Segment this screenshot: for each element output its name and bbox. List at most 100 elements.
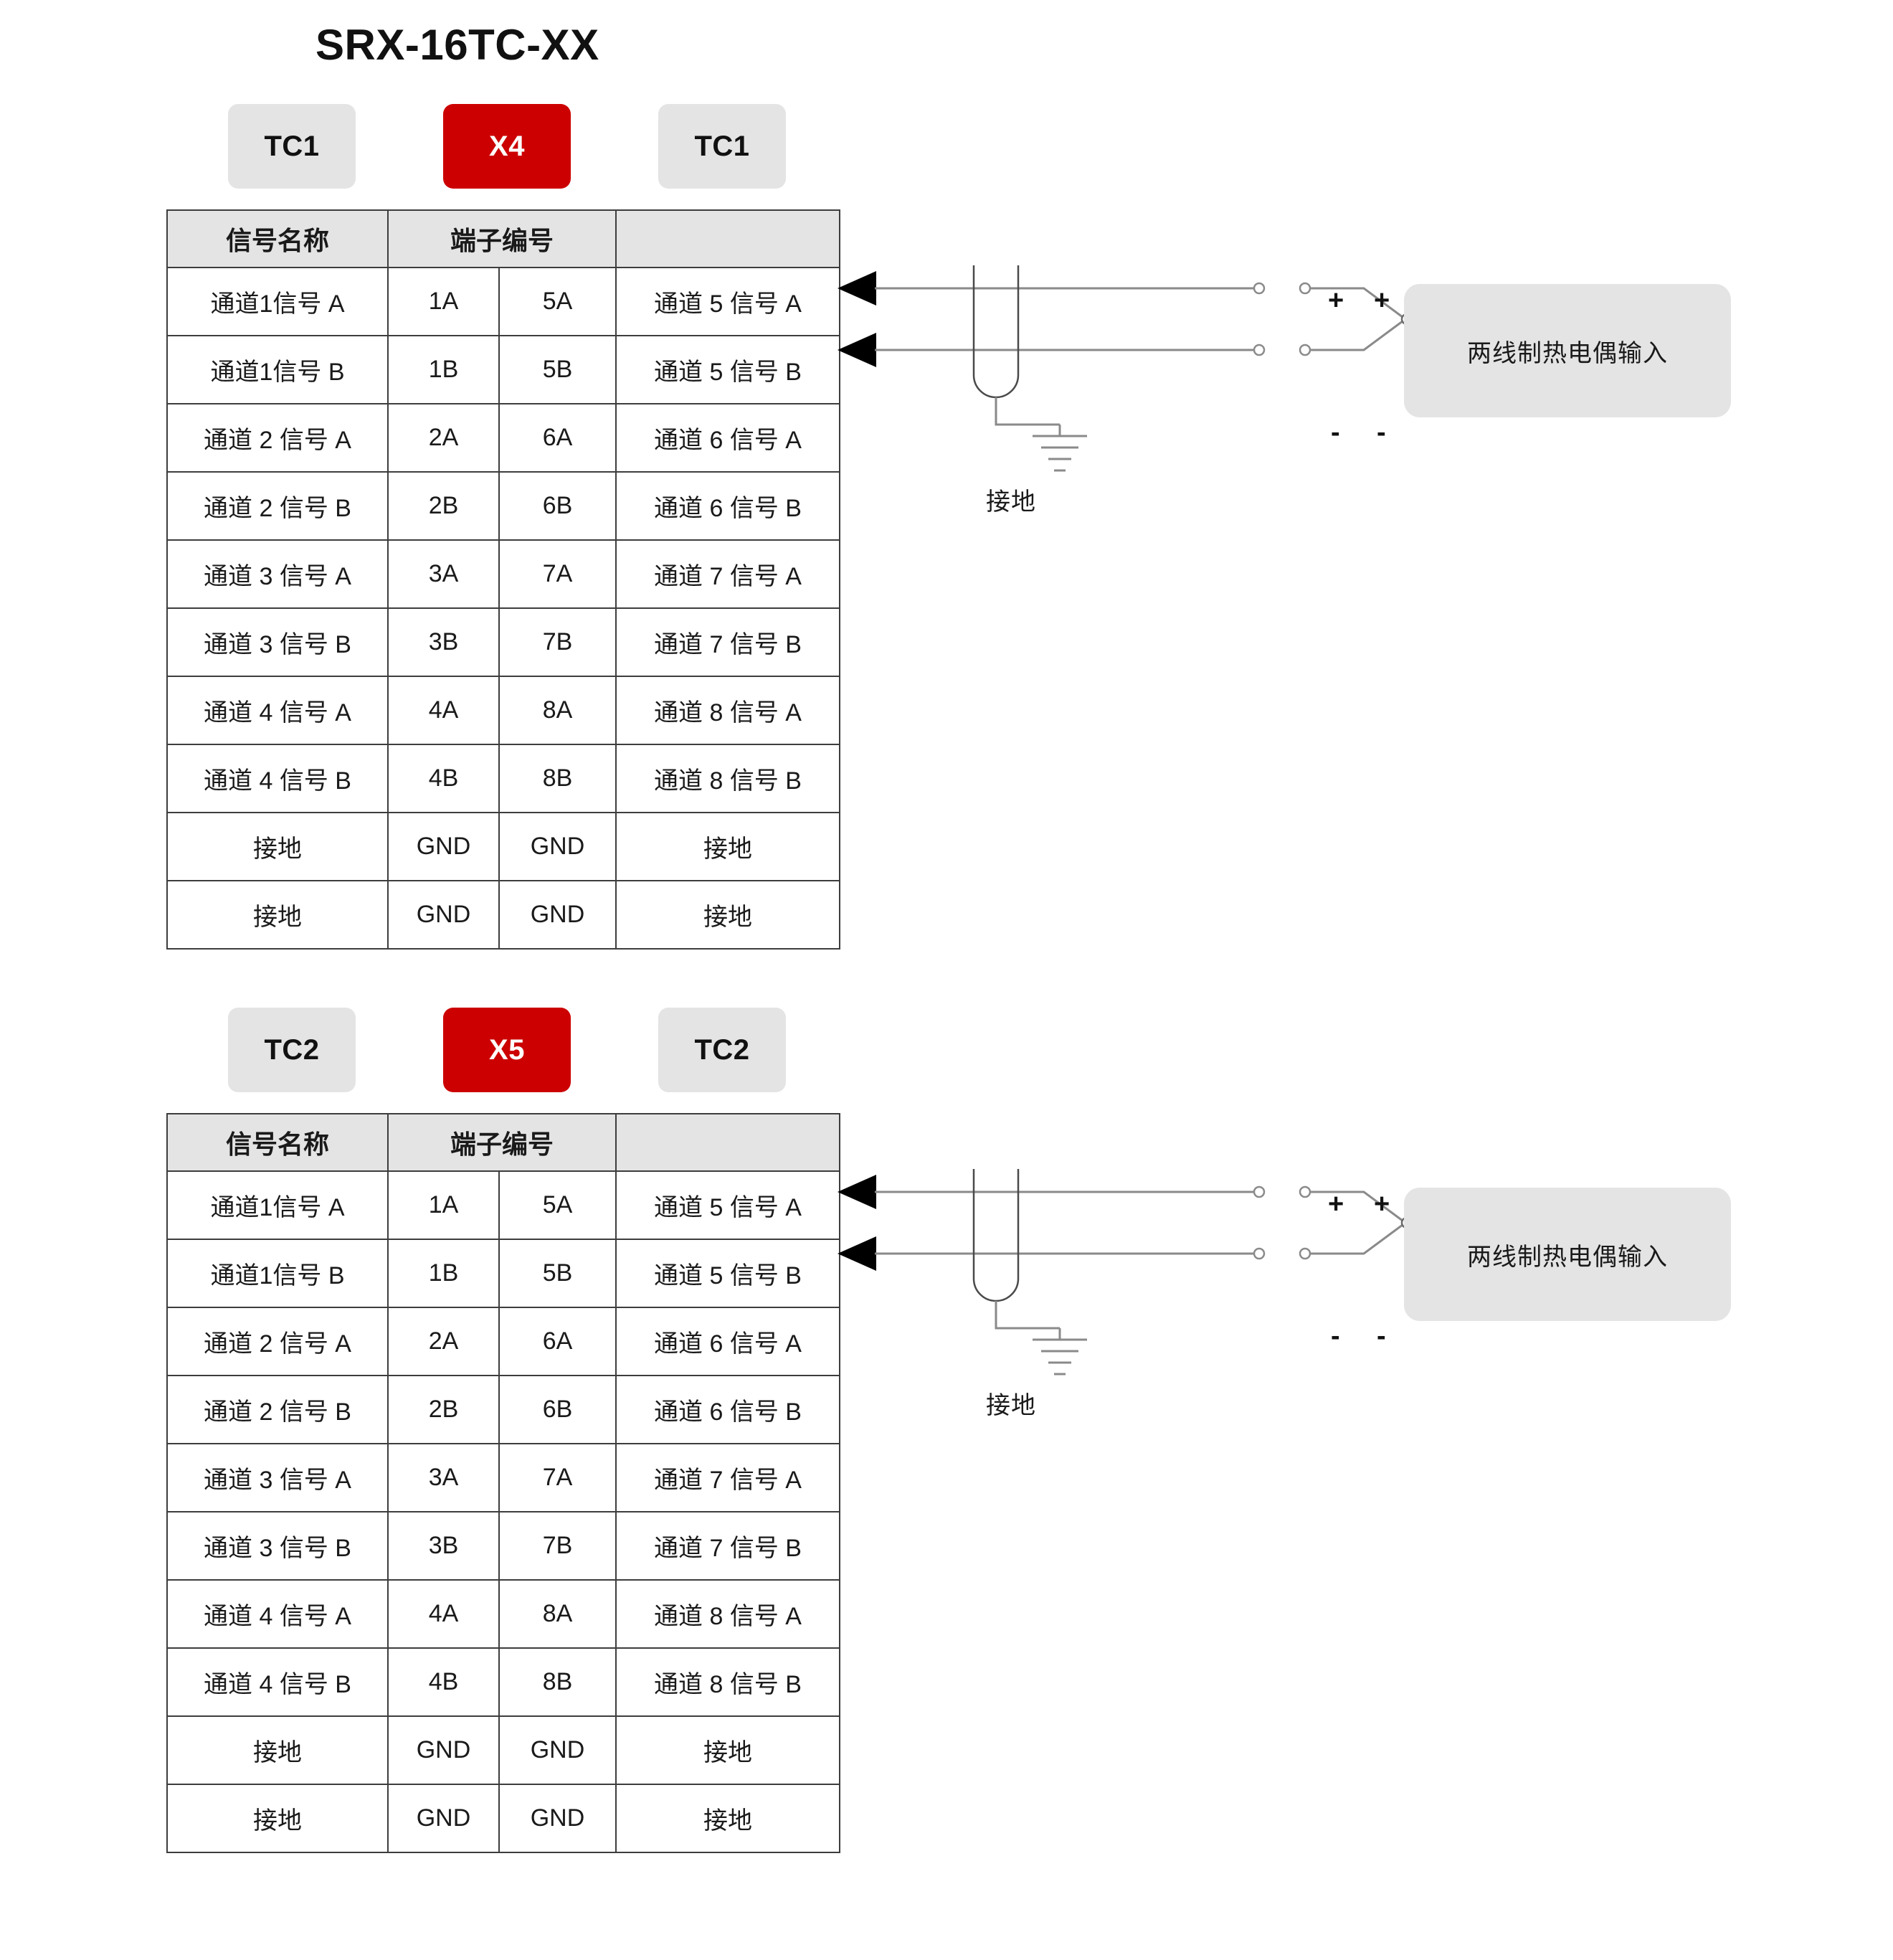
tag-connector-id[interactable]: X4 bbox=[443, 104, 571, 189]
polarity-minus-sensor: - bbox=[1377, 1321, 1386, 1351]
cell-signal-left: 接地 bbox=[166, 812, 389, 881]
ground-label: 接地 bbox=[986, 488, 1036, 516]
cable-shield-icon bbox=[972, 1169, 1020, 1302]
cell-signal-right: 通道 8 信号 B bbox=[615, 1647, 841, 1717]
terminal-dot-sensor-minus bbox=[1299, 344, 1311, 356]
cell-terminal-left: 1A bbox=[387, 267, 500, 336]
thermocouple-lead-top bbox=[1310, 287, 1406, 321]
cell-terminal-left: 1B bbox=[387, 335, 500, 404]
polarity-plus-sensor: + bbox=[1374, 1189, 1390, 1219]
thermocouple-lead-bottom bbox=[1310, 1221, 1406, 1255]
cell-terminal-right: GND bbox=[498, 1784, 617, 1853]
cell-terminal-right: 7A bbox=[498, 539, 617, 609]
cell-signal-left: 接地 bbox=[166, 1784, 389, 1853]
cell-signal-right: 通道 8 信号 B bbox=[615, 744, 841, 813]
cell-terminal-left: GND bbox=[387, 1784, 500, 1853]
cell-signal-left: 通道 4 信号 B bbox=[166, 744, 389, 813]
thermocouple-lead-bottom bbox=[1310, 318, 1406, 351]
cell-terminal-right: 8A bbox=[498, 1579, 617, 1649]
tag-connector-left[interactable]: TC2 bbox=[228, 1008, 356, 1092]
cell-terminal-left: 2B bbox=[387, 471, 500, 541]
cell-signal-left: 通道 3 信号 A bbox=[166, 1443, 389, 1512]
arrowhead-top bbox=[838, 271, 876, 306]
polarity-plus-module: + bbox=[1328, 285, 1344, 316]
ground-symbol-icon bbox=[1033, 1328, 1087, 1376]
cell-terminal-left: 3A bbox=[387, 1443, 500, 1512]
wiring-diagram bbox=[832, 1169, 1778, 1463]
header-signal-name: 信号名称 bbox=[166, 1113, 389, 1172]
ground-wire bbox=[995, 1301, 1060, 1330]
cell-signal-right: 接地 bbox=[615, 1715, 841, 1785]
tag-connector-id[interactable]: X5 bbox=[443, 1008, 571, 1092]
cell-terminal-left: GND bbox=[387, 1715, 500, 1785]
cell-terminal-right: 6B bbox=[498, 1375, 617, 1444]
cell-signal-right: 通道 5 信号 B bbox=[615, 1239, 841, 1308]
cell-terminal-right: 8A bbox=[498, 676, 617, 745]
cell-signal-right: 通道 6 信号 B bbox=[615, 471, 841, 541]
cell-signal-left: 通道 2 信号 A bbox=[166, 1307, 389, 1376]
cell-signal-left: 通道 4 信号 A bbox=[166, 1579, 389, 1649]
cell-terminal-right: 6A bbox=[498, 1307, 617, 1376]
terminal-dot-sensor-plus bbox=[1299, 282, 1311, 295]
cell-signal-left: 通道1信号 B bbox=[166, 335, 389, 404]
tag-row: TC2 X5 TC2 bbox=[0, 1008, 860, 1094]
cell-signal-left: 通道 3 信号 B bbox=[166, 1511, 389, 1581]
cell-terminal-right: GND bbox=[498, 880, 617, 950]
cell-terminal-left: 2B bbox=[387, 1375, 500, 1444]
cell-signal-right: 接地 bbox=[615, 880, 841, 950]
page-title: SRX-16TC-XX bbox=[316, 21, 599, 69]
cell-signal-left: 通道1信号 B bbox=[166, 1239, 389, 1308]
cell-signal-left: 通道1信号 A bbox=[166, 1170, 389, 1240]
cell-signal-left: 通道 2 信号 A bbox=[166, 403, 389, 473]
terminal-dot-module-minus bbox=[1253, 1247, 1266, 1260]
arrowhead-bottom bbox=[838, 333, 876, 367]
ground-wire bbox=[995, 397, 1060, 426]
cell-terminal-left: 3B bbox=[387, 1511, 500, 1581]
cell-terminal-left: GND bbox=[387, 880, 500, 950]
cell-signal-right: 通道 7 信号 A bbox=[615, 539, 841, 609]
tag-connector-right[interactable]: TC2 bbox=[658, 1008, 786, 1092]
cell-terminal-right: 7B bbox=[498, 607, 617, 677]
cell-signal-left: 通道 4 信号 B bbox=[166, 1647, 389, 1717]
cell-signal-right: 通道 5 信号 A bbox=[615, 1170, 841, 1240]
arrowhead-bottom bbox=[838, 1236, 876, 1271]
cell-signal-left: 通道 3 信号 A bbox=[166, 539, 389, 609]
cell-signal-right: 通道 7 信号 A bbox=[615, 1443, 841, 1512]
cell-terminal-left: GND bbox=[387, 812, 500, 881]
cell-signal-right: 通道 8 信号 A bbox=[615, 676, 841, 745]
tag-connector-right[interactable]: TC1 bbox=[658, 104, 786, 189]
thermocouple-lead-top bbox=[1310, 1190, 1406, 1224]
cell-terminal-left: 1B bbox=[387, 1239, 500, 1308]
polarity-minus-sensor: - bbox=[1377, 417, 1386, 448]
terminal-dot-sensor-plus bbox=[1299, 1185, 1311, 1198]
cell-signal-right: 通道 8 信号 A bbox=[615, 1579, 841, 1649]
cell-terminal-right: 5B bbox=[498, 1239, 617, 1308]
cell-signal-left: 接地 bbox=[166, 1715, 389, 1785]
cell-terminal-right: 7B bbox=[498, 1511, 617, 1581]
cell-signal-right: 通道 7 信号 B bbox=[615, 1511, 841, 1581]
cell-terminal-right: GND bbox=[498, 1715, 617, 1785]
cell-signal-left: 通道 2 信号 B bbox=[166, 1375, 389, 1444]
cell-terminal-left: 4A bbox=[387, 676, 500, 745]
tag-connector-left[interactable]: TC1 bbox=[228, 104, 356, 189]
cell-signal-right: 通道 7 信号 B bbox=[615, 607, 841, 677]
cell-terminal-left: 4B bbox=[387, 1647, 500, 1717]
ground-label: 接地 bbox=[986, 1392, 1036, 1419]
cell-terminal-right: 8B bbox=[498, 744, 617, 813]
polarity-minus-module: - bbox=[1331, 1321, 1340, 1351]
cell-terminal-left: 2A bbox=[387, 403, 500, 473]
tag-row: TC1 X4 TC1 bbox=[0, 104, 860, 190]
cell-terminal-right: 5B bbox=[498, 335, 617, 404]
terminal-dot-module-plus bbox=[1253, 1185, 1266, 1198]
